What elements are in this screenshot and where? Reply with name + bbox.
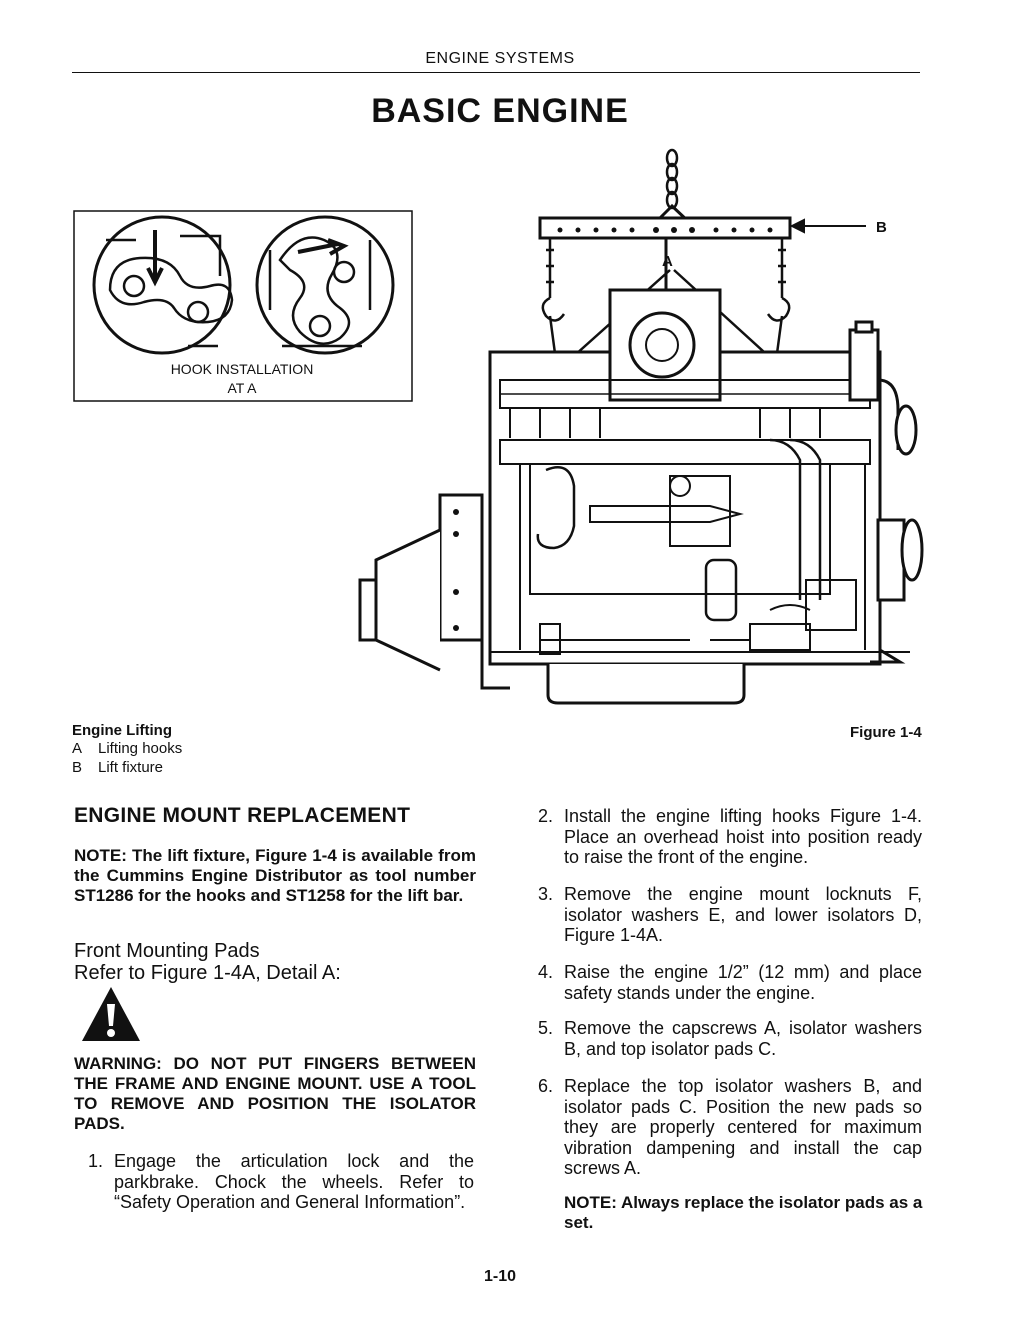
step-1: 1. Engage the articulation lock and the p… — [88, 1151, 474, 1213]
page-number: 1-10 — [483, 1268, 517, 1285]
step-6: 6. Replace the top isolator washers B, an… — [538, 1076, 922, 1179]
legend-text: Lifting hooks — [98, 740, 183, 757]
inset-label-line1: HOOK INSTALLATION — [171, 361, 314, 377]
step-text: Engage the articulation lock and the par… — [114, 1151, 474, 1212]
flywheel-housing — [358, 493, 510, 690]
legend-item-b: B Lift fixture — [72, 759, 163, 776]
inset-label-line2: AT A — [227, 380, 257, 396]
callout-b: B — [876, 219, 887, 236]
hook-installation-inset: HOOK INSTALLATION AT A — [73, 210, 413, 402]
step-number: 5. — [538, 1018, 554, 1038]
section-heading: ENGINE MOUNT REPLACEMENT — [74, 804, 411, 827]
step-number: 3. — [538, 884, 554, 904]
subheading-front-mounting-pads: Front Mounting Pads — [74, 940, 260, 962]
step-number: 6. — [538, 1076, 554, 1096]
tool-note: NOTE: The lift fixture, Figure 1-4 is av… — [74, 846, 476, 905]
step-2: 2. Install the engine lifting hooks Figur… — [538, 806, 922, 868]
closing-note: NOTE: Always replace the isolator pads a… — [564, 1193, 923, 1232]
step-3: 3. Remove the engine mount locknuts F, is… — [538, 884, 922, 946]
page-title: BASIC ENGINE — [371, 92, 629, 130]
step-5: 5. Remove the capscrews A, isolator washe… — [538, 1018, 922, 1059]
lift-fixture-bar: B — [538, 216, 887, 240]
header-rule — [72, 72, 920, 73]
engine-lifting-figure: HOOK INSTALLATION AT A B A — [73, 148, 924, 705]
step-number: 1. — [88, 1151, 104, 1171]
front-accessories — [848, 320, 924, 664]
step-text: Install the engine lifting hooks Figure … — [564, 806, 922, 867]
oil-pan — [546, 664, 746, 705]
figure-number: Figure 1-4 — [850, 724, 922, 741]
step-text: Raise the engine 1/2” (12 mm) and place … — [564, 962, 922, 1003]
legend-text: Lift fixture — [98, 759, 164, 776]
warning-text: WARNING: DO NOT PUT FINGERS BETWEEN THE … — [74, 1054, 476, 1133]
legend-item-a: A Lifting hooks — [72, 740, 182, 757]
step-text: Replace the top isolator washers B, and … — [564, 1076, 922, 1178]
warning-triangle-icon — [82, 987, 140, 1041]
step-number: 4. — [538, 962, 554, 982]
step-4: 4. Raise the engine 1/2” (12 mm) and plac… — [538, 962, 922, 1003]
legend-key: A — [72, 740, 83, 757]
step-text: Remove the engine mount locknuts F, isol… — [564, 884, 922, 945]
figure-caption-title: Engine Lifting — [72, 722, 172, 739]
engine-block — [488, 288, 910, 666]
step-number: 2. — [538, 806, 554, 826]
legend-key: B — [72, 759, 83, 776]
step-text: Remove the capscrews A, isolator washers… — [564, 1018, 922, 1059]
running-head: ENGINE SYSTEMS — [425, 50, 575, 67]
subheading-refer: Refer to Figure 1-4A, Detail A: — [74, 962, 341, 984]
